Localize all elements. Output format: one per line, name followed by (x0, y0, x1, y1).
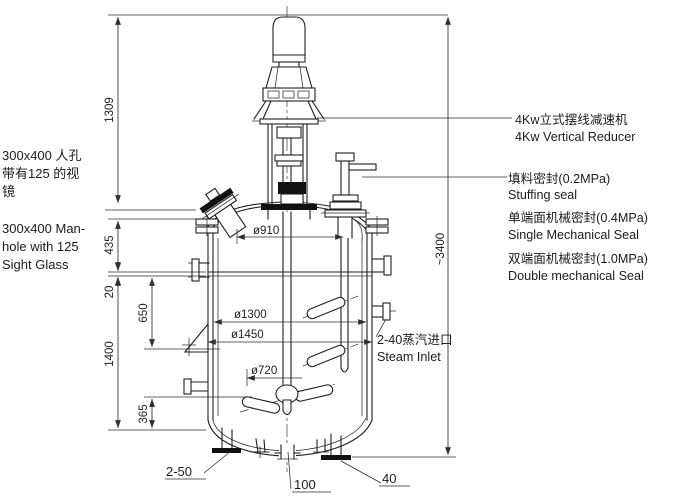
steam-inlet-nozzle (371, 302, 396, 321)
side-paddle-lower (302, 343, 359, 368)
steam-inlet-zh: 2-40蒸汽进口 (377, 333, 453, 347)
label-40: 40 (382, 471, 396, 486)
manhole-nozzle (199, 187, 247, 239)
manhole-note-zh-3: 镜 (2, 184, 15, 199)
right-bottom-stub (313, 438, 329, 453)
bottom-impeller (239, 383, 337, 416)
nozzle-40-leader (340, 460, 382, 484)
double-seal-zh: 双端面机械密封(1.0MPa) (508, 251, 648, 266)
dimension-lines (105, 14, 512, 493)
agitator-shaft (282, 211, 292, 390)
reducer-note-en: 4Kw Vertical Reducer (515, 130, 635, 144)
support-leg-left (212, 427, 241, 453)
motor (272, 16, 306, 68)
bottom-dish (207, 417, 373, 461)
left-support-bracket (182, 322, 209, 356)
dim-650: 650 (138, 303, 150, 322)
label-100: 100 (294, 477, 316, 492)
mounting-flange (261, 204, 317, 210)
mechanical-seal-unit (321, 152, 377, 242)
stuffing-box (278, 182, 306, 194)
left-upper-nozzle (188, 258, 210, 282)
side-paddle-upper (302, 295, 359, 320)
steam-inlet-en: Steam Inlet (377, 350, 441, 364)
dim-dia-720: ø720 (251, 365, 277, 377)
dim-365: 365 (138, 404, 150, 423)
double-seal-en: Double mechanical Seal (508, 269, 644, 283)
left-lower-nozzle (183, 378, 209, 395)
manhole-note-en-3: Sight Glass (2, 257, 69, 272)
dim-1400: 1400 (104, 341, 116, 367)
single-seal-zh: 单端面机械密封(0.4MPa) (508, 210, 648, 225)
drain-nozzle (251, 438, 270, 458)
dim-435: 435 (104, 235, 116, 254)
gear-reducer (262, 66, 316, 102)
manhole-note-zh-2: 带有125 的视 (2, 166, 79, 181)
label-2-50: 2-50 (166, 464, 192, 479)
outlet-100-leader (287, 451, 292, 490)
manhole-note-en-2: hole with 125 (2, 239, 79, 254)
support-leg-right (321, 433, 351, 460)
single-seal-en: Single Mechanical Seal (508, 228, 639, 242)
manhole-note-zh-1: 300x400 人孔 (2, 148, 82, 163)
dim-20: 20 (104, 286, 116, 299)
dim-dia-1300: ø1300 (234, 309, 267, 321)
annotation-texts: 300x400 人孔 带有125 的视 镜 300x400 Man- hole … (2, 113, 648, 364)
nozzle-2-50-leader (203, 450, 232, 474)
lantern-stand (252, 100, 326, 220)
steam-inlet-leader (375, 318, 387, 338)
dim-dia-910: ø910 (253, 225, 279, 237)
seal-handle (348, 163, 377, 171)
dim-3400: ~3400 (435, 233, 447, 265)
manhole-note-en-1: 300x400 Man- (2, 221, 85, 236)
dim-dia-1450: ø1450 (231, 329, 264, 341)
stuffing-seal-zh: 填料密封(0.2MPa) (508, 171, 610, 186)
stuffing-seal-en: Stuffing seal (508, 188, 577, 202)
dim-1309: 1309 (104, 97, 116, 123)
right-upper-nozzle (371, 255, 392, 276)
dimension-texts: 1309 435 20 1400 650 365 ~3400 ø910 ø130… (104, 97, 447, 492)
reducer-note-zh: 4Kw立式摆线减速机 (515, 113, 628, 127)
